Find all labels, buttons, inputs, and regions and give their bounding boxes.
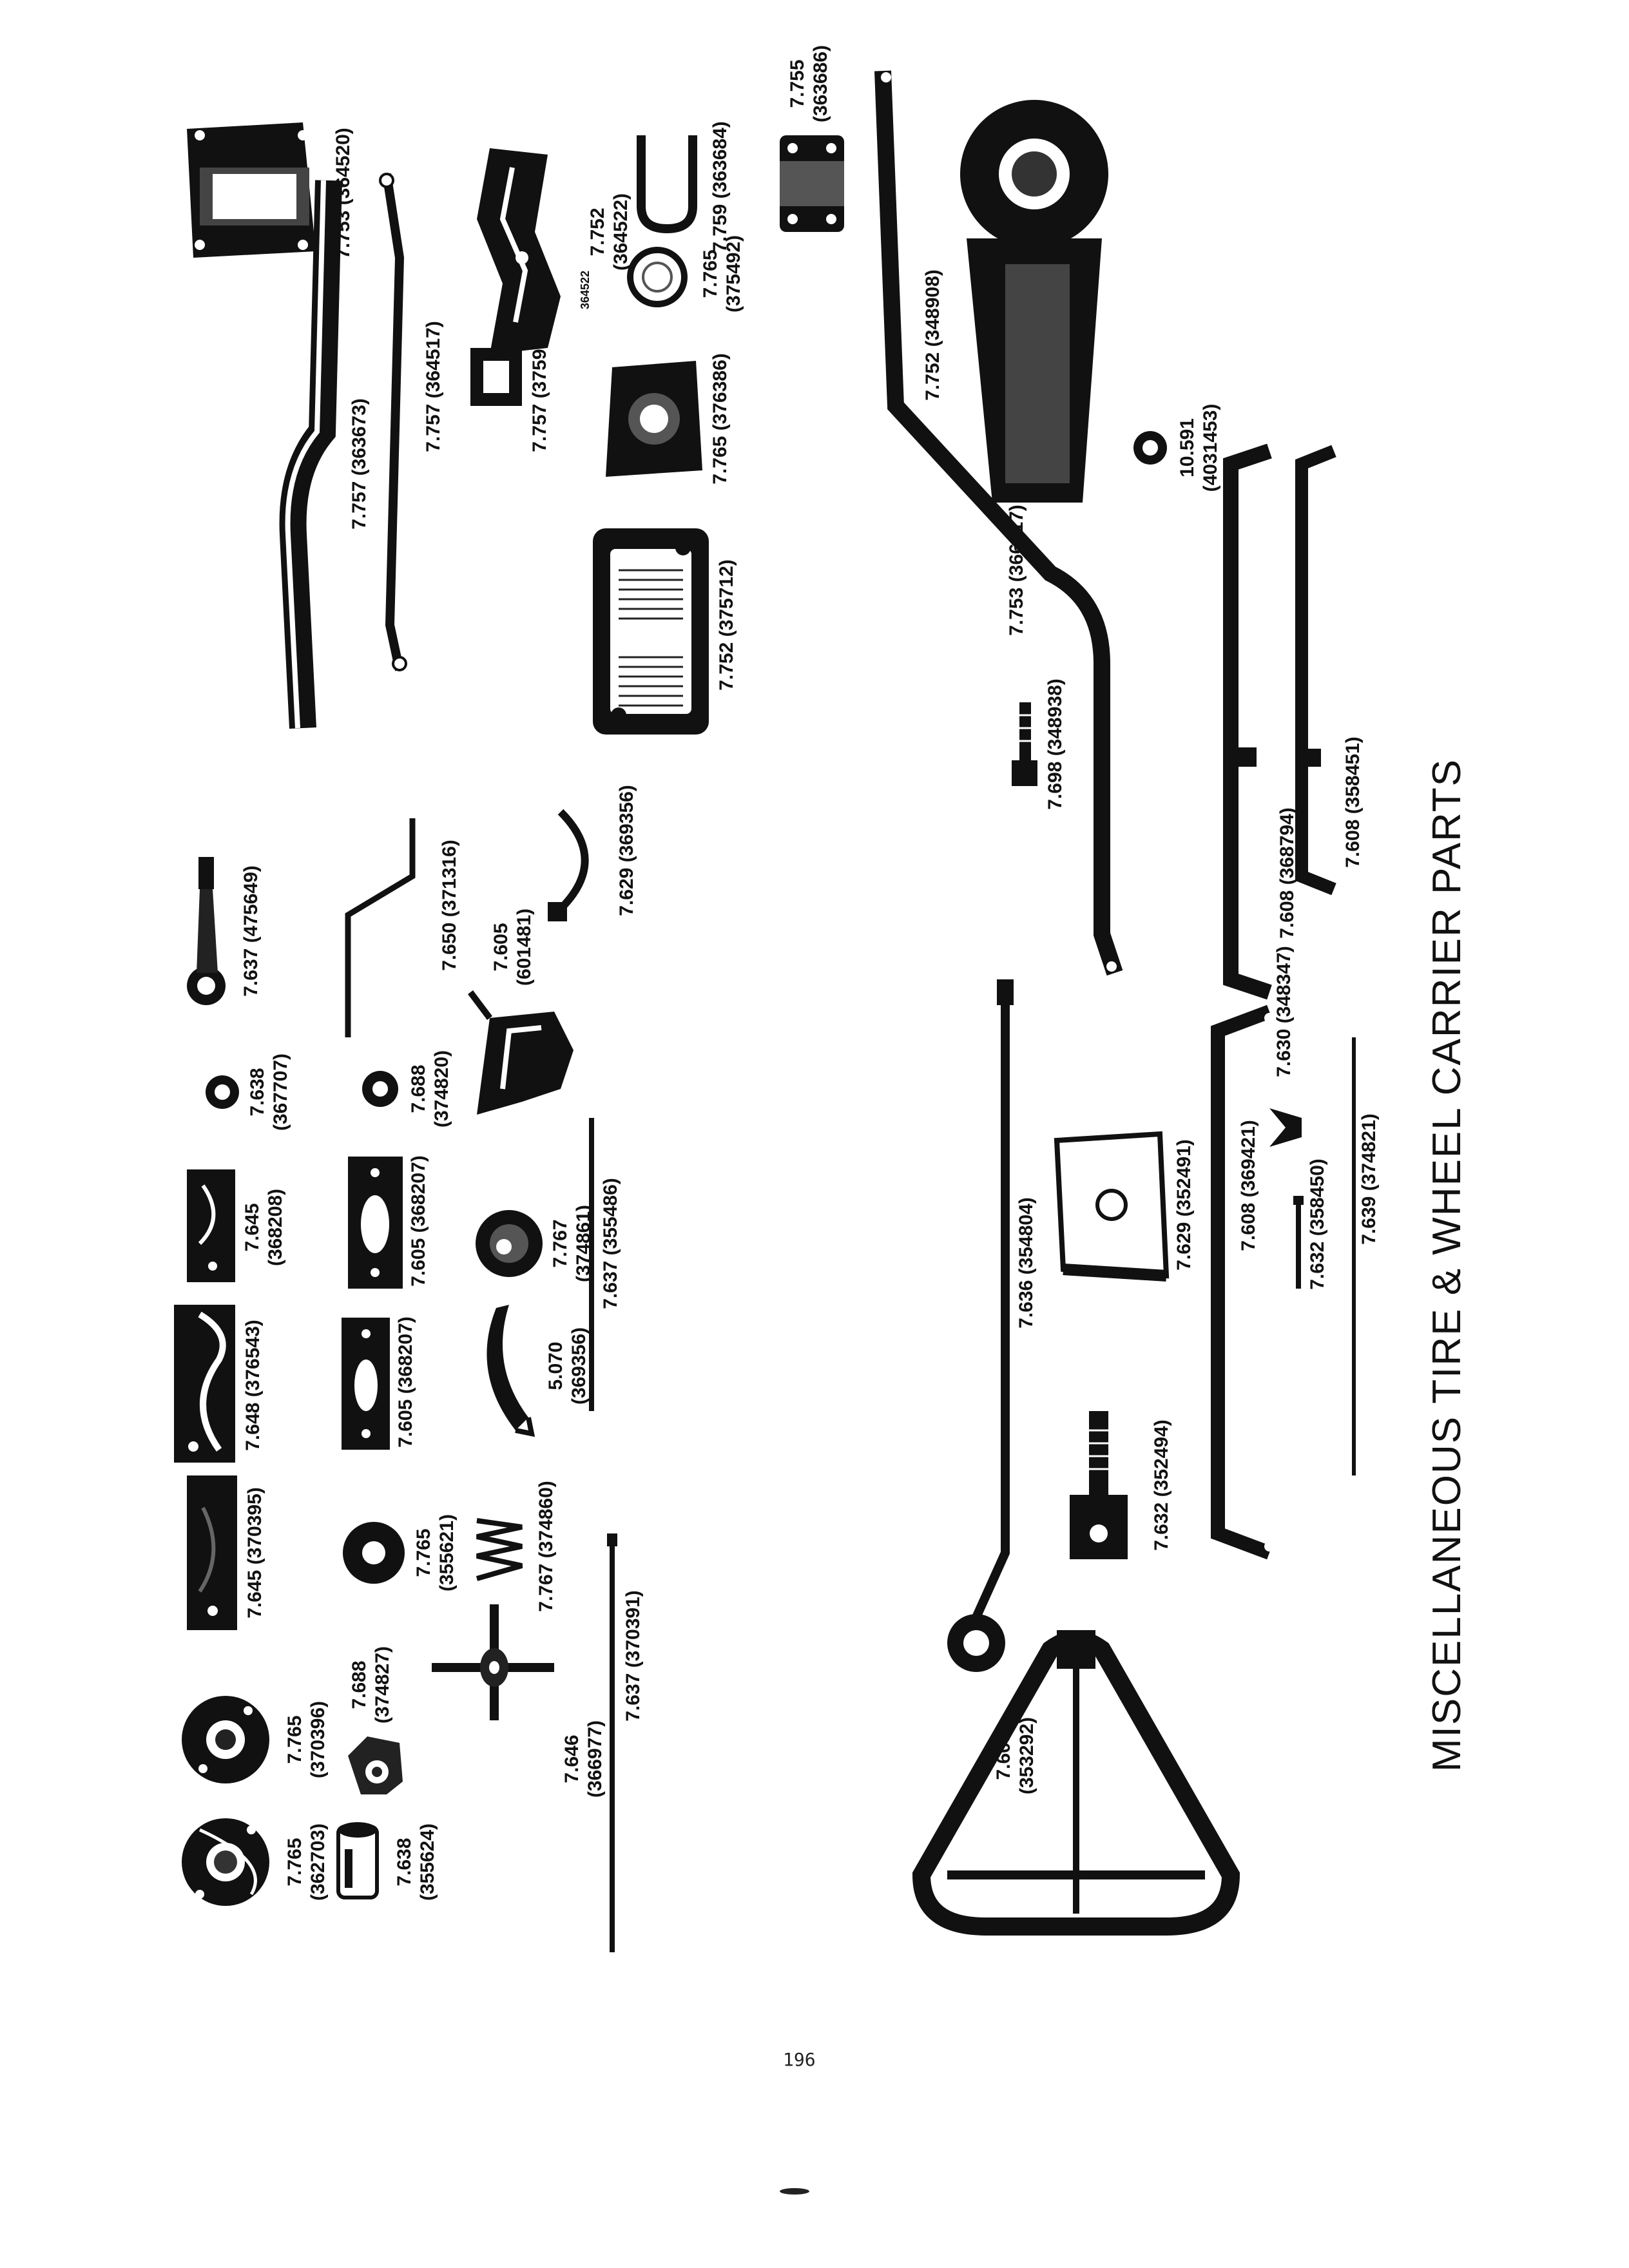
support-arm-drawing: [874, 70, 1123, 976]
part-label: 7.767(374861): [550, 1204, 594, 1283]
washer-drawing: [627, 247, 688, 307]
angle-bracket-drawing: [470, 348, 522, 406]
rubber-pad-drawing: [606, 361, 702, 477]
clamp-block-drawing: [348, 1736, 403, 1794]
part-label: 7.638(367707): [247, 1053, 291, 1131]
slotted-plate-drawing: [348, 1157, 403, 1289]
u-bolt-drawing: [637, 135, 697, 234]
part-label: 7.755(363686): [787, 44, 831, 123]
scan-mark: [780, 2188, 809, 2195]
part-label: 7.608 (358451): [1342, 736, 1364, 868]
part-label: 7.608 (369421): [1238, 1120, 1259, 1251]
part-label: 7.637 (355486): [600, 1178, 621, 1309]
part-label: 7.765(370396): [284, 1700, 329, 1779]
nut-drawing: [362, 1071, 398, 1107]
part-label: 7.605(601481): [490, 908, 535, 986]
wing-nut-drawing: [1269, 1108, 1302, 1147]
thin-rod-drawing: [1352, 1037, 1356, 1475]
plate-drawing: [187, 1475, 237, 1630]
part-label: 7.636 (354804): [1016, 1197, 1037, 1329]
long-rod-drawing: [607, 1533, 617, 1952]
part-label: 7.765(362703): [284, 1823, 329, 1901]
rotated-illustration-area: 7.765(362703) 7.765(370396) 7.638(355624…: [161, 45, 1469, 1965]
part-label: 7.650 (371316): [439, 840, 460, 971]
part-label: 10.591(4031453): [1177, 403, 1221, 492]
part-label: 7.639 (374821): [1358, 1113, 1380, 1245]
hex-bolt-drawing: [1012, 702, 1037, 786]
bent-tube-drawing: [279, 180, 342, 729]
eye-bolt-drawing: [187, 857, 226, 1005]
part-label: 7.752 (375712): [716, 559, 737, 691]
carrier-stirrup-drawing: [912, 1630, 1240, 1936]
part-label: 7.629 (369356): [616, 785, 637, 916]
eye-rod-drawing: [947, 979, 1014, 1672]
part-label: 7.753 (364520): [333, 128, 354, 259]
long-bracket-drawing: [1223, 443, 1272, 1000]
part-label: 7.632 (358450): [1307, 1158, 1328, 1290]
spring-clip-drawing: [548, 809, 589, 921]
mounting-disc-drawing: [182, 1818, 269, 1906]
mounting-disc-drawing: [182, 1696, 269, 1783]
bracket-drawing: [1295, 445, 1336, 896]
rubber-bumper-drawing: [476, 1210, 543, 1277]
page-title: MISCELLANEOUS TIRE & WHEEL CARRIER PARTS: [1425, 758, 1469, 1772]
part-label: 7.765 (376386): [709, 353, 731, 485]
page-number: 196: [783, 2049, 816, 2070]
bushing-drawing: [206, 1075, 239, 1109]
part-label: 7.638(355624): [394, 1823, 438, 1901]
part-label: 7.603(353292): [993, 1716, 1037, 1795]
part-label: 7.765(355621): [413, 1514, 458, 1592]
t-stud-drawing: [432, 1604, 554, 1720]
part-label: 7.629 (352491): [1173, 1139, 1195, 1271]
rod-drawing: [589, 1118, 594, 1411]
part-label: 7.632 (352494): [1151, 1419, 1172, 1551]
part-label: 7.605 (368207): [395, 1316, 416, 1448]
part-label: 7.637 (475649): [240, 865, 262, 997]
part-label: 7.757 (363673): [349, 398, 370, 530]
dome-cap-drawing: [343, 1522, 405, 1584]
part-label: 7.757 (364517): [423, 321, 444, 452]
thin-arm-drawing: [379, 173, 407, 671]
hook-clip-drawing: [487, 1305, 535, 1437]
part-label: 7.648 (376543): [242, 1320, 264, 1451]
part-label: 7.637 (370391): [622, 1590, 644, 1722]
part-label: 7.759 (363684): [709, 121, 731, 253]
coil-spring-drawing: [476, 1518, 523, 1581]
small-plate-drawing: [187, 1169, 235, 1282]
sleeve-drawing: [336, 1822, 379, 1899]
bracket-plate-drawing: [1054, 1131, 1170, 1282]
crank-rod-drawing: [345, 818, 416, 1037]
small-bolt-drawing: [1293, 1196, 1304, 1289]
clamp-plate-drawing: [780, 135, 844, 232]
hub-plate-drawing: [960, 100, 1108, 503]
pad-plate-drawing: [593, 528, 709, 735]
lock-nut-drawing: [1133, 431, 1167, 465]
slotted-plate-drawing: [342, 1318, 390, 1450]
part-label: 5.070(369356): [545, 1327, 590, 1405]
thumb-screw-drawing: [1070, 1411, 1128, 1559]
arm-casting-drawing: [477, 148, 561, 354]
support-bracket-drawing: [468, 990, 574, 1115]
part-label: 7.645(368208): [242, 1188, 286, 1267]
part-label: 7.605 (368207): [408, 1155, 429, 1287]
part-label: 7.688(374827): [349, 1646, 393, 1724]
long-bracket-drawing: [1211, 1004, 1275, 1560]
part-label: 7.645 (370395): [244, 1487, 265, 1619]
hinge-casting-drawing: [187, 122, 316, 258]
part-label: 7.752 (348908): [922, 269, 943, 401]
plate-drawing: [174, 1305, 235, 1463]
part-label: 7.767 (374860): [535, 1481, 557, 1612]
part-label: 7.688(374820): [408, 1050, 452, 1128]
part-label: 7.646 (366977): [561, 1720, 606, 1798]
